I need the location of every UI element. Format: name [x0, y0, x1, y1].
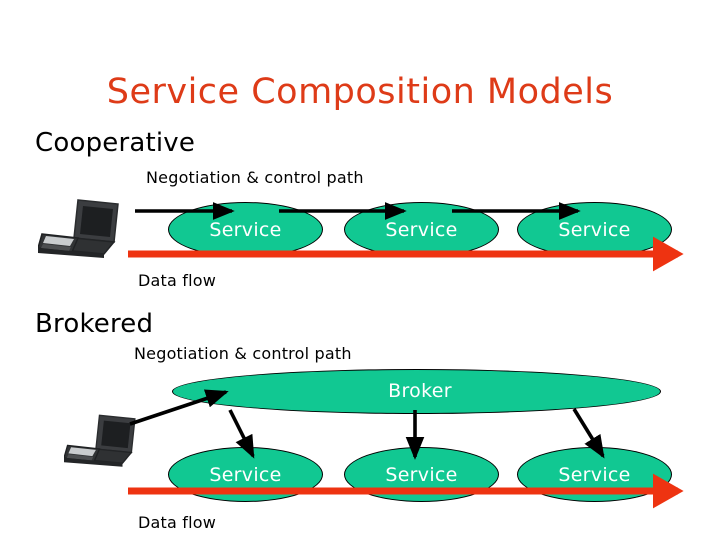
service-node-label: Service	[385, 463, 458, 486]
client-laptop-icon-cooperative	[37, 198, 126, 260]
page-title: Service Composition Models	[106, 72, 614, 112]
service-node-label: Service	[558, 463, 631, 486]
broker-node-label: Broker	[388, 380, 452, 402]
service-node-label: Service	[209, 218, 282, 241]
service-node[interactable]: Service	[517, 202, 672, 257]
client-laptop-icon-brokered	[63, 412, 142, 470]
service-node-label: Service	[558, 218, 631, 241]
service-node-label: Service	[209, 463, 282, 486]
service-node[interactable]: Service	[168, 202, 323, 257]
control-path-label-brokered: Negotiation & control path	[134, 344, 352, 363]
section-heading-cooperative: Cooperative	[35, 128, 196, 158]
data-flow-label-brokered: Data flow	[138, 513, 217, 532]
control-path-label-cooperative: Negotiation & control path	[146, 168, 364, 187]
service-node[interactable]: Service	[344, 202, 499, 257]
service-node-label: Service	[385, 218, 458, 241]
broker-node[interactable]	[172, 369, 661, 414]
service-node[interactable]: Service	[344, 447, 499, 502]
data-flow-label-cooperative: Data flow	[138, 271, 217, 290]
service-node[interactable]: Service	[517, 447, 672, 502]
service-node[interactable]: Service	[168, 447, 323, 502]
section-heading-brokered: Brokered	[35, 309, 154, 339]
